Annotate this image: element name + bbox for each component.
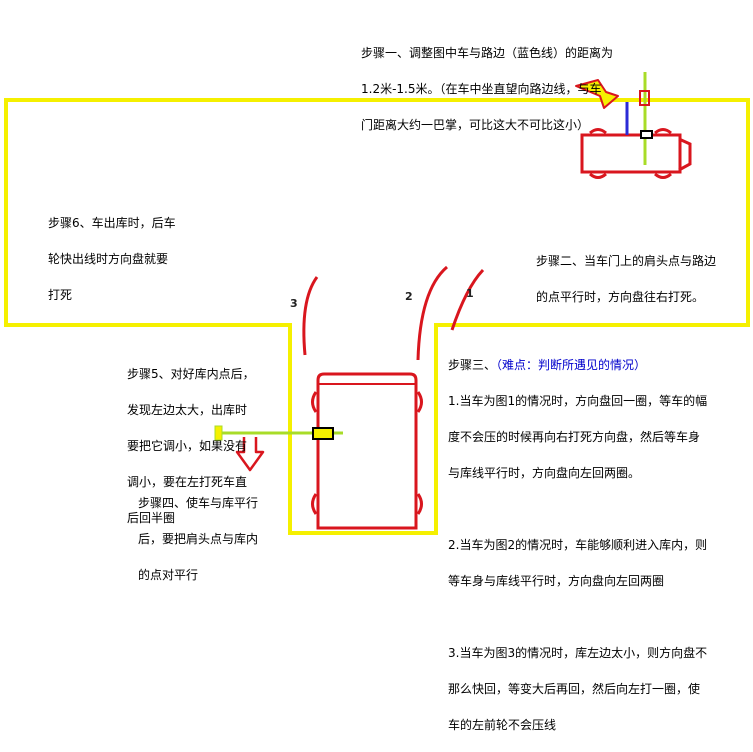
road-boundary (4, 98, 750, 535)
path-curve-3 (302, 276, 319, 356)
parked-car-shoulder-point (312, 427, 334, 440)
step5-note: 步骤5、对好库内点后， 发现左边太大，出库时 要把它调小，如果没有 调小，要在左… (127, 367, 255, 525)
path-curve-2 (416, 265, 448, 361)
car-shoulder-point (640, 130, 653, 139)
path-label-3: 3 (290, 297, 298, 310)
parking-diagram (4, 72, 750, 535)
path-curve-1 (450, 268, 485, 331)
roadside-point-marker (639, 90, 650, 106)
car-start-position (580, 128, 692, 179)
down-arrow-icon (235, 437, 265, 472)
step3-title-note: （难点：判断所遇见的情况） (496, 358, 647, 372)
path-label-1: 1 (466, 287, 474, 300)
step3-title: 步骤三、 (448, 358, 497, 372)
lightning-arrow-icon (575, 79, 619, 109)
step6-note: 步骤6、车出库时，后车 轮快出线时方向盘就要 打死 (48, 216, 176, 302)
car-parked (311, 372, 423, 530)
step1-note: 步骤一、调整图中车与路边（蓝色线）的距离为 1.2米-1.5米。（在车中坐直望向… (361, 46, 614, 132)
step2-note: 步骤二、当车门上的肩头点与路边 的点平行时，方向盘往右打死。 (536, 254, 717, 304)
garage-point-marker (214, 425, 223, 441)
path-label-2: 2 (405, 290, 413, 303)
step3-note: 步骤三、（难点：判断所遇见的情况） 1.当车为图1的情况时，方向盘回一圈，等车的… (448, 358, 708, 732)
step4-note: 步骤四、使车与库平行 后，要把肩头点与库内 的点对平行 (138, 496, 259, 582)
